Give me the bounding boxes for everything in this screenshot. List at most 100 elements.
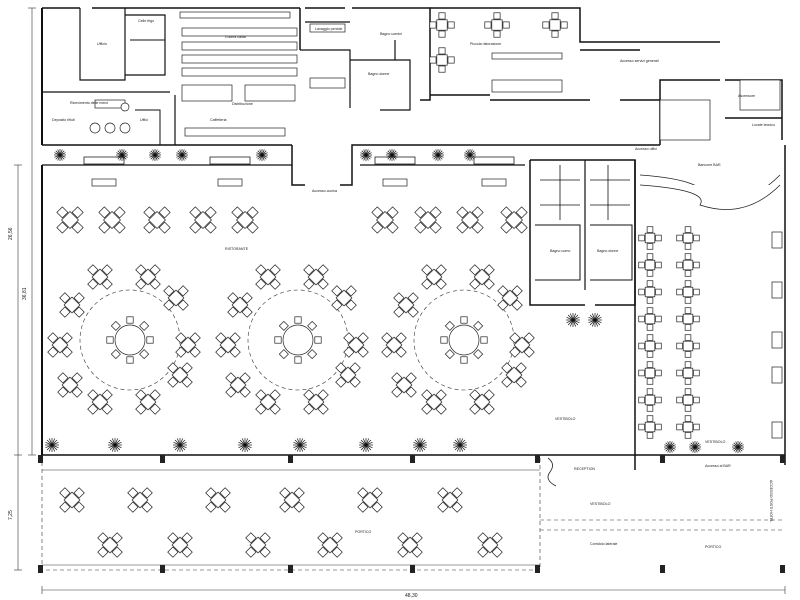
square-table: [509, 332, 535, 358]
square-table: [429, 12, 455, 38]
label-lavaggio: Lavaggio pentole: [315, 27, 342, 31]
square-table: [437, 487, 463, 513]
plant: [54, 149, 66, 161]
square-table: [676, 280, 700, 304]
label-spogliatoi: Ufficio: [97, 42, 107, 46]
plant: [256, 149, 268, 161]
reception-desk: [547, 457, 557, 487]
sofa: [771, 231, 783, 249]
square-table: [497, 285, 523, 311]
round-table: [440, 316, 488, 364]
square-table: [371, 206, 399, 234]
room-labels: Ufficio Celle frigo Cucina calda Lavaggi…: [52, 19, 775, 549]
plant: [238, 438, 252, 452]
label-accesso-hotel: ACCESSO POSTI HOTEL: [769, 480, 773, 522]
square-table: [500, 206, 528, 234]
label-deposito-rifiuti: Deposito rifiuti: [52, 118, 75, 122]
label-bancone-bar: Bancone BAR: [698, 163, 721, 167]
square-table: [135, 389, 161, 415]
round-table: [106, 316, 154, 364]
basin: [89, 122, 101, 134]
label-vestibolo-3: VESTIBOLO: [590, 502, 611, 506]
square-table: [255, 264, 281, 290]
service-counter: [217, 178, 243, 187]
service-counter: [91, 178, 117, 187]
label-caffetteria: Caffetteria: [210, 118, 227, 122]
square-table: [227, 292, 253, 318]
plant: [453, 438, 467, 452]
square-table: [245, 532, 271, 558]
label-distribuzione: Distribuzione: [232, 102, 253, 106]
square-table: [393, 292, 419, 318]
plant: [45, 438, 59, 452]
square-table: [225, 372, 251, 398]
square-table: [381, 332, 407, 358]
square-table: [638, 334, 662, 358]
dim-left-bottom: 7,25: [8, 510, 14, 520]
square-table: [638, 361, 662, 385]
square-table: [676, 307, 700, 331]
square-table: [638, 226, 662, 250]
service-counter: [382, 178, 408, 187]
square-table: [331, 285, 357, 311]
label-corridoio: Corridoio laterale: [590, 542, 617, 546]
square-table: [215, 332, 241, 358]
square-table: [87, 389, 113, 415]
label-bagno-donne-2: Bagno donne: [597, 249, 618, 253]
square-table: [484, 12, 510, 38]
square-table: [391, 372, 417, 398]
basin: [120, 102, 130, 112]
label-accesso-cucina: Accesso cucina: [312, 189, 337, 193]
square-table: [175, 332, 201, 358]
square-table: [638, 388, 662, 412]
square-table: [676, 415, 700, 439]
label-piccola-ristorazione: Piccola ristorazione: [470, 42, 501, 46]
label-celle: Celle frigo: [138, 19, 154, 23]
square-table: [343, 332, 369, 358]
label-accesso-bar: Locale tecnico: [752, 123, 775, 127]
square-table: [357, 487, 383, 513]
square-table: [279, 487, 305, 513]
label-cucina: Cucina calda: [225, 35, 246, 39]
square-table: [421, 389, 447, 415]
square-table: [676, 361, 700, 385]
square-table: [189, 206, 217, 234]
square-table: [469, 389, 495, 415]
square-table: [421, 264, 447, 290]
square-table: [303, 264, 329, 290]
bar-counter: [639, 174, 781, 210]
basin: [119, 122, 131, 134]
plant: [689, 441, 701, 453]
label-ricevimento: Ricevimento delle merci: [70, 101, 108, 105]
label-accesso-servizi: Accesso servizi generali: [620, 59, 659, 63]
square-table: [469, 264, 495, 290]
plant: [566, 313, 580, 327]
square-table: [638, 415, 662, 439]
service-counter: [374, 156, 416, 165]
sofa: [771, 421, 783, 439]
square-table: [127, 487, 153, 513]
walls: [41, 7, 786, 571]
square-table: [231, 206, 259, 234]
plant: [360, 149, 372, 161]
label-uffici: Uffici: [140, 118, 148, 122]
square-table: [317, 532, 343, 558]
square-table: [143, 206, 171, 234]
square-table: [638, 280, 662, 304]
square-table: [501, 362, 527, 388]
round-table: [274, 316, 322, 364]
dim-bottom-total: 48,30: [405, 593, 418, 599]
plant: [293, 438, 307, 452]
square-table: [205, 487, 231, 513]
square-table: [542, 12, 568, 38]
plant: [732, 441, 744, 453]
square-table: [429, 47, 455, 73]
square-table: [87, 264, 113, 290]
square-table: [56, 206, 84, 234]
square-table: [135, 264, 161, 290]
square-table: [414, 206, 442, 234]
square-table: [676, 388, 700, 412]
sofa: [771, 281, 783, 299]
